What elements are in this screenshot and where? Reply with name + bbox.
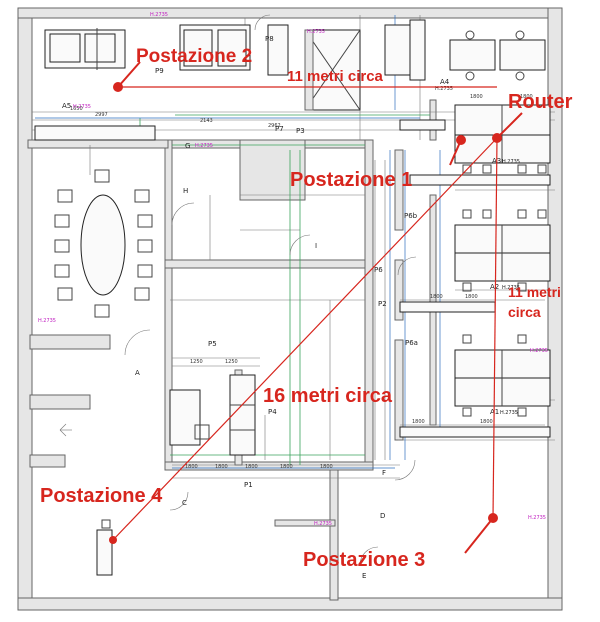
line-router-postazione4 [112, 137, 498, 541]
height-a1: H.2735 [500, 410, 518, 416]
label-a2: A2 [490, 283, 499, 291]
label-p1: P1 [244, 481, 253, 489]
svg-text:1250: 1250 [225, 359, 238, 365]
marker-postazione2 [113, 82, 123, 92]
svg-text:1800: 1800 [430, 294, 443, 300]
height-h-bottom: H.2735 [314, 521, 332, 527]
workstation-block-top-left [44, 19, 426, 81]
label-p5: P5 [208, 340, 217, 348]
label-f: F [382, 469, 386, 477]
marker-router [492, 133, 502, 143]
label-dist-right-1: 11 metri [508, 284, 561, 300]
height-a5: H.2735 [73, 104, 91, 110]
distance-lines [112, 61, 523, 554]
workstation-p4-bottom [96, 519, 113, 576]
label-dist-diag: 16 metri circa [263, 385, 393, 407]
svg-text:1800: 1800 [185, 464, 198, 470]
height-h-right: H.2735 [530, 348, 548, 354]
counters-right [399, 119, 551, 438]
door-swings [124, 14, 417, 566]
label-postazione1: Postazione 1 [290, 169, 412, 191]
marker-postazione1 [456, 135, 466, 145]
pointer-postazione2 [117, 61, 141, 88]
label-postazione4: Postazione 4 [40, 485, 163, 507]
annotation-labels: Postazione 2 Router Postazione 1 Postazi… [40, 46, 573, 571]
label-router: Router [508, 91, 573, 113]
outer-walls [17, 7, 563, 611]
height-h-top: H.2735 [150, 12, 168, 18]
label-dist-top: 11 metri circa [287, 68, 384, 85]
label-a5: A5 [62, 102, 71, 110]
height-h-right2: H.2735 [528, 515, 546, 521]
svg-text:1800: 1800 [280, 464, 293, 470]
workstation-p4 [169, 374, 256, 456]
label-p7: P7 [275, 125, 284, 133]
label-p6: P6 [374, 266, 383, 274]
label-dist-right-2: circa [508, 304, 541, 320]
svg-text:1800: 1800 [245, 464, 258, 470]
marker-postazione4 [109, 536, 117, 544]
label-postazione2: Postazione 2 [136, 46, 252, 67]
label-p4: P4 [268, 408, 277, 416]
meeting-table [54, 169, 153, 318]
workstation-block-a4 [449, 30, 546, 81]
counter-a5 [34, 125, 156, 141]
chairs-right [462, 164, 547, 417]
label-p6a: P6a [405, 339, 418, 347]
svg-text:1800: 1800 [320, 464, 333, 470]
height-a4: H.2735 [435, 86, 453, 92]
height-a2: H.2735 [502, 285, 520, 291]
svg-text:2962: 2962 [268, 123, 281, 129]
label-e: E [362, 572, 366, 580]
label-p6b: P6b [404, 212, 418, 220]
svg-text:1800: 1800 [412, 419, 425, 425]
label-p9: P9 [155, 67, 164, 75]
label-g: G [185, 142, 190, 150]
svg-text:1800: 1800 [215, 464, 228, 470]
label-p2: P2 [378, 300, 387, 308]
pointer-router [496, 112, 523, 139]
label-postazione3: Postazione 3 [303, 549, 425, 571]
height-g: H.2735 [195, 143, 213, 149]
label-d: D [380, 512, 385, 520]
label-h: H [183, 187, 188, 195]
height-a3: H.2735 [502, 159, 520, 165]
height-h-left: H.2735 [38, 318, 56, 324]
label-p8: P8 [265, 35, 274, 43]
room-labels: A5 H.2735 A4 A3 H.2735 A2 H.2735 A1 H.27… [38, 12, 548, 580]
label-c: C [182, 499, 187, 507]
dimension-marks: 1650 2997 1800 1800 1800 1800 1800 1250 … [70, 94, 533, 470]
label-a: A [135, 369, 140, 377]
svg-text:1800: 1800 [470, 94, 483, 100]
svg-text:2997: 2997 [95, 112, 108, 118]
label-i: I [315, 242, 317, 250]
location-markers [109, 82, 502, 544]
pointer-postazione3 [464, 517, 494, 554]
svg-text:1800: 1800 [480, 419, 493, 425]
marker-postazione3 [488, 513, 498, 523]
label-p3: P3 [296, 127, 305, 135]
workstation-block-a3 [454, 104, 551, 407]
label-a4: A4 [440, 78, 450, 86]
height-h-top2: H.2735 [307, 29, 325, 35]
svg-text:1650: 1650 [70, 106, 83, 112]
stair-core [304, 29, 361, 111]
line-router-postazione3 [492, 137, 498, 519]
svg-text:1800: 1800 [520, 94, 533, 100]
svg-text:1800: 1800 [465, 294, 478, 300]
svg-text:2143: 2143 [200, 118, 213, 124]
svg-text:1250: 1250 [190, 359, 203, 365]
